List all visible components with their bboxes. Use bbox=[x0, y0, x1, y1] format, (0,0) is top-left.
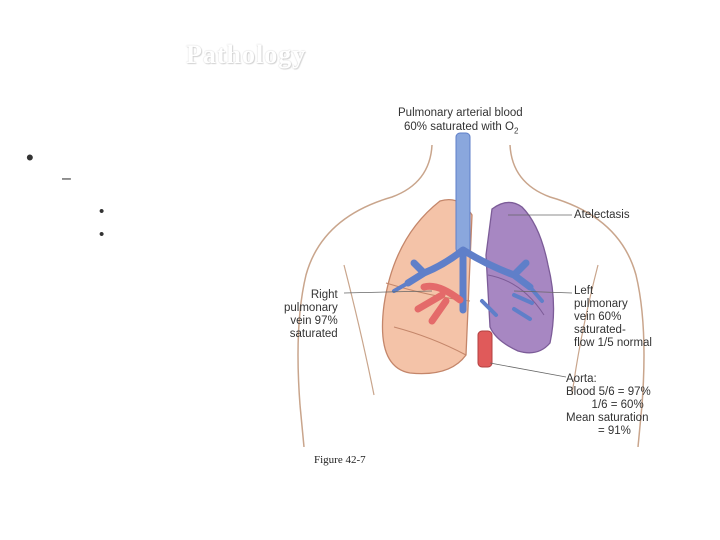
lung-diagram-figure: Pulmonary arterial blood 60% saturated w… bbox=[282, 105, 660, 448]
bullet-level-3-a: • bbox=[99, 203, 105, 220]
leader-right-vein bbox=[343, 290, 433, 294]
right-lung-fissure-2 bbox=[393, 326, 467, 356]
figure-caption: Figure 42-7 bbox=[314, 454, 366, 466]
bullet-level-3-b: • bbox=[99, 226, 105, 243]
arm-inner-left bbox=[343, 264, 375, 396]
bronchi-branches bbox=[392, 281, 544, 321]
bullet-level-1: • bbox=[26, 145, 34, 170]
bronchi bbox=[404, 246, 534, 314]
torso-outline bbox=[297, 144, 433, 448]
label-left-pulmonary-vein: Left pulmonary vein 60% saturated- flow … bbox=[574, 285, 652, 349]
label-atelectasis: Atelectasis bbox=[574, 209, 630, 221]
leader-left-vein bbox=[513, 290, 573, 294]
lung-diagram-svg bbox=[297, 132, 645, 448]
label-right-pulmonary-vein: Right pulmonary vein 97% saturated bbox=[284, 289, 338, 340]
right-pulmonary-vein bbox=[414, 282, 464, 325]
left-lung-fissure bbox=[487, 274, 545, 316]
label-aorta: Aorta: Blood 5/6 = 97% 1/6 = 60% Mean sa… bbox=[566, 373, 651, 437]
slide-title: Pathology bbox=[186, 40, 307, 69]
label-pulmonary-arterial-line1: Pulmonary arterial blood bbox=[398, 107, 523, 119]
arm-inner-right bbox=[571, 264, 599, 396]
bullet-level-2: – bbox=[62, 170, 71, 187]
trachea bbox=[455, 132, 471, 254]
leader-aorta bbox=[489, 362, 567, 378]
aorta bbox=[477, 330, 493, 368]
torso-outline-right bbox=[509, 144, 645, 448]
label-pulmonary-arterial-line2: 60% saturated with O2 bbox=[404, 121, 519, 136]
